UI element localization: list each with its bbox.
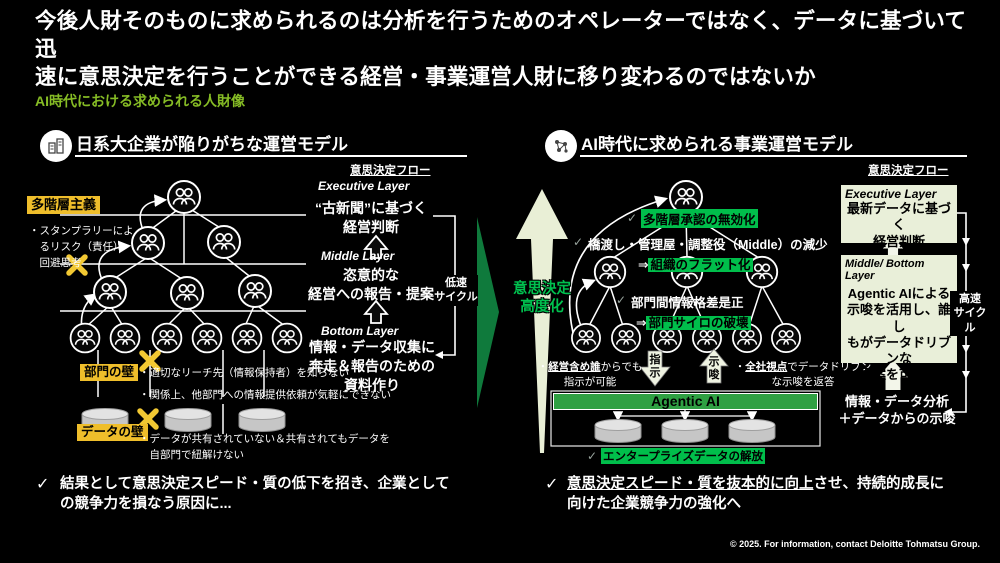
org-building-icon xyxy=(40,130,72,162)
bullet-glyph: ・ xyxy=(734,361,746,373)
instruction-bullet-underline: 経営含め誰 xyxy=(548,361,601,373)
people-node-icon xyxy=(593,255,627,289)
database-icon xyxy=(661,419,709,443)
middle-bottom-layer-box: Middle/ Bottom Layer Agentic AIによる 示唆を活用… xyxy=(841,255,957,382)
h3-green-row: ⇒部門サイロの破壊 xyxy=(636,312,751,331)
left-bottom-text: 情報・データ収集に 奔走＆報告のための 資料作り xyxy=(309,339,435,393)
h1-check: ✓ xyxy=(627,211,638,225)
people-node-icon xyxy=(771,323,801,353)
left-exec-layer-label: Executive Layer xyxy=(318,179,410,193)
h3-arrow: ⇒ xyxy=(636,316,647,330)
left-bottom-layer-label: Bottom Layer xyxy=(321,324,399,338)
people-node-icon xyxy=(207,225,241,259)
enterprise-check: ✓ xyxy=(587,449,598,463)
left-middle-text: 恣意的な 経営への報告・提案 xyxy=(308,267,434,302)
left-org-chart xyxy=(60,180,306,434)
right-conclusion-check: ✓ xyxy=(545,476,559,493)
database-icon xyxy=(594,419,642,443)
section-subtitle: AI時代における求められる人財像 xyxy=(35,93,245,109)
right-conclusion-rest: させ、持続的成長に 向けた企業競争力の強化へ xyxy=(567,476,944,513)
right-conclusion-underline: 意思決定スピード・質を抜本的に向上 xyxy=(567,476,814,492)
middle-bottom-layer-label: Middle/ Bottom Layer xyxy=(845,258,925,282)
h2-plain-text: 橋渡し・管理屋・調整役（Middle）の減少 xyxy=(588,238,828,252)
database-icon xyxy=(164,408,212,432)
instruction-bullet-line2: 指示が可能 xyxy=(563,376,617,389)
insight-arrow-label: 示 唆 xyxy=(708,356,720,381)
h2-arrow: ⇒ xyxy=(638,258,649,272)
h2-green-highlight: 組織のフラット化 xyxy=(648,258,753,272)
multilayer-bullet: ・スタンプラリーによ るリスク（責任） 回避思考 xyxy=(29,225,134,269)
bullet-glyph: ・ xyxy=(537,361,549,373)
h3-check: ✓ xyxy=(616,293,627,307)
people-node-icon xyxy=(69,322,101,354)
exec-layer-box: Executive Layer 最新データに基づく 経営判断 xyxy=(841,185,957,249)
agentic-ai-label: Agentic AI xyxy=(651,393,720,409)
enterprise-green-highlight: エンタープライズデータの解放 xyxy=(601,448,765,464)
fast-cycle-label: 高速 サイクル xyxy=(950,291,990,336)
right-conclusion: 意思決定スピード・質を抜本的に向上させ、持続的成長に 向けた企業競争力の強化へ xyxy=(567,474,992,515)
insight-bullet: ・全社視点でデータドリブン な示唆を返答 xyxy=(733,360,873,390)
agentic-ai-box xyxy=(550,390,821,447)
right-flow-heading: 意思決定フロー xyxy=(868,165,949,177)
insight-bullet-rest: でデータドリブン xyxy=(787,361,872,373)
left-panel-title: 日系大企業が陥りがちな運営モデル xyxy=(76,135,348,154)
people-node-icon xyxy=(93,275,127,309)
people-node-icon xyxy=(151,322,183,354)
dept-wall-bullet-2: ・関係上、他部門への情報提供依頼が気軽にできない xyxy=(139,389,391,401)
footer-copyright: © 2025. For information, contact Deloitt… xyxy=(730,539,980,549)
decision-upgrade-label: 意思決定 高度化 xyxy=(513,281,571,316)
people-node-icon xyxy=(170,276,204,310)
h2-check: ✓ xyxy=(573,235,584,249)
exec-layer-label: Executive Layer xyxy=(845,187,937,201)
instruction-arrow-label: 指 示 xyxy=(649,354,661,379)
people-node-icon xyxy=(571,323,601,353)
left-conclusion: 結果として意思決定スピード・質の低下を招き、企業として の競争力を損なう原因に.… xyxy=(60,476,450,513)
data-wall-bullet: ・データが共有されていない＆共有されてもデータを 自部門で紐解けない xyxy=(139,433,390,461)
exec-layer-text: 最新データに基づく 経営判断 xyxy=(846,201,951,249)
left-conclusion-check: ✓ xyxy=(36,476,50,493)
insight-bullet-underline: 全社視点 xyxy=(745,361,788,373)
data-wall-tag: データの壁 xyxy=(77,424,148,441)
left-flow-heading: 意思決定フロー xyxy=(350,165,431,177)
multilayer-tag: 多階層主義 xyxy=(27,196,101,214)
instruction-down-arrow xyxy=(639,350,671,387)
people-node-icon xyxy=(167,180,201,214)
right-panel-title: AI時代に求められる事業運営モデル xyxy=(581,135,853,154)
middle-bottom-layer-text: Agentic AIによる 示唆を活用し、誰し もがデータドリブンな 提案を可能… xyxy=(846,286,951,383)
h3-green-highlight: 部門サイロの破壊 xyxy=(646,316,751,330)
h1-green-highlight: 多階層承認の無効化 xyxy=(641,209,758,228)
people-node-icon xyxy=(238,274,272,308)
database-icon xyxy=(728,419,776,443)
dept-wall-tag: 部門の壁 xyxy=(80,364,139,381)
slow-cycle-label: 低速 サイクル xyxy=(434,275,478,306)
h3-plain-text: 部門間情報格差是正 xyxy=(631,296,744,310)
dept-wall-bullet-1: ・適切なリーチ先（情報保持者）を知らない xyxy=(139,367,349,379)
people-node-icon xyxy=(231,322,263,354)
h2-green-row: ⇒組織のフラット化 xyxy=(638,254,753,273)
people-node-icon xyxy=(191,322,223,354)
decision-upgrade-arrow xyxy=(516,189,568,453)
ai-network-icon xyxy=(545,130,577,162)
database-icon xyxy=(238,408,286,432)
right-bottom-text: 情報・データ分析 ＋データからの示唆 xyxy=(838,394,956,426)
people-node-icon xyxy=(109,322,141,354)
instruction-bullet-rest: からでも xyxy=(600,361,643,373)
left-exec-text: “古新聞”に基づく 経営判断 xyxy=(315,200,427,235)
insight-up-arrow xyxy=(699,348,729,384)
insight-bullet-line2: な示唆を返答 xyxy=(771,376,835,389)
instruction-bullet: ・経営含め誰からでも 指示が可能 xyxy=(534,360,646,390)
slide-title: 今後人財そのものに求められるのは分析を行うためのオペレーターではなく、データに基… xyxy=(35,9,967,89)
left-middle-layer-label: Middle Layer xyxy=(321,249,395,263)
transition-chevron xyxy=(477,217,499,408)
